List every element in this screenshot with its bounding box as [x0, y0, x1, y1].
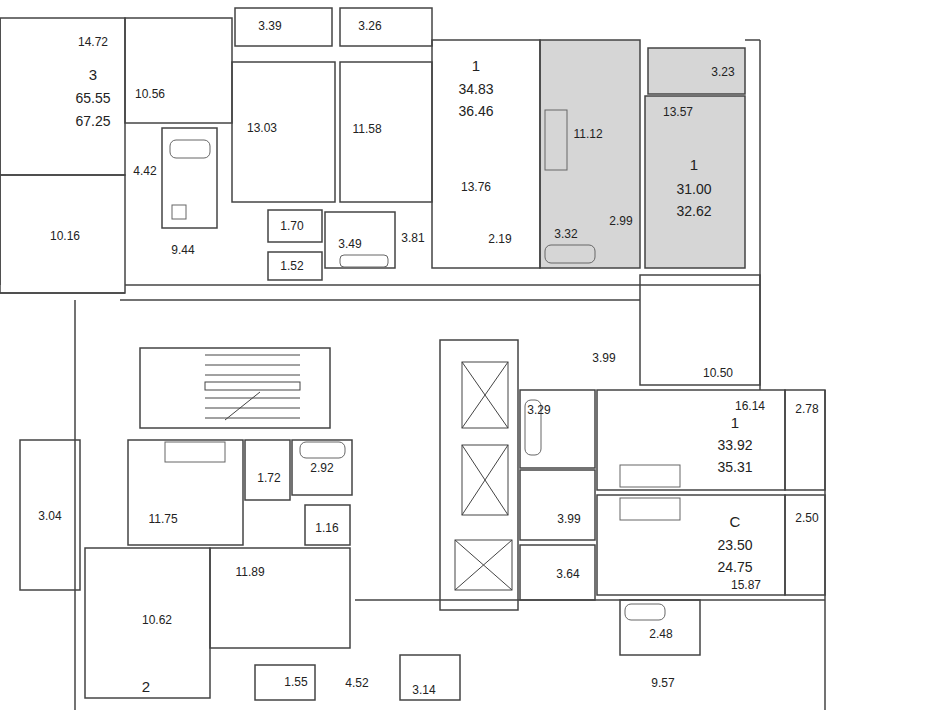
room-area: 13.57: [663, 106, 693, 118]
room-area: 11.75: [148, 513, 177, 525]
apartment-summary: 31.00: [676, 182, 711, 196]
apartment-summary: 1: [731, 415, 739, 430]
room-area: 10.50: [703, 367, 733, 379]
room-area: 11.89: [235, 566, 264, 578]
room-area: 2.19: [488, 233, 511, 245]
room-area: 10.62: [142, 614, 172, 626]
room-area: 2.78: [795, 403, 818, 415]
room-area: 3.64: [556, 568, 579, 580]
walls: [0, 8, 825, 710]
room-area: 13.76: [461, 181, 491, 193]
elevators-and-stairs: [205, 355, 512, 590]
room-area: 9.44: [171, 244, 194, 256]
room-area: 3.23: [711, 66, 734, 78]
apartment-summary: 1: [472, 58, 480, 73]
room-area: 3.32: [554, 228, 577, 240]
room-area: 10.56: [135, 88, 165, 100]
room-area: 3.99: [592, 352, 615, 364]
room-area: 2.50: [795, 512, 818, 524]
room-area: 1.72: [257, 472, 280, 484]
room-area: 14.72: [78, 36, 108, 48]
room-area: 13.03: [247, 122, 277, 134]
apartment-summary: 67.25: [75, 114, 110, 128]
apartment-summary: 35.31: [717, 460, 752, 474]
apartment-summary: 34.83: [458, 82, 493, 96]
room-area: 3.81: [401, 232, 424, 244]
room-area: 9.57: [651, 677, 674, 689]
room-area: 1.55: [284, 676, 307, 688]
apartment-summary: 24.75: [717, 560, 752, 574]
highlighted-apartment: [645, 96, 745, 268]
room-area: 3.99: [557, 513, 580, 525]
apartment-summary: 36.46: [458, 104, 493, 118]
room-area: 2.92: [310, 462, 333, 474]
room-area: 1.52: [280, 260, 303, 272]
room-area: 1.16: [315, 522, 338, 534]
room-area: 11.12: [573, 128, 602, 140]
apartment-summary: 2: [142, 679, 150, 694]
apartment-summary: 33.92: [717, 438, 752, 452]
room-area: 15.87: [731, 579, 761, 591]
apartment-summary: 32.62: [676, 204, 711, 218]
room-area: 1.70: [280, 220, 303, 232]
room-area: 3.26: [358, 20, 381, 32]
room-area: 2.48: [649, 628, 672, 640]
apartment-summary: 1: [690, 157, 698, 172]
room-area: 10.16: [50, 230, 80, 242]
room-area: 16.14: [735, 400, 765, 412]
room-area: 3.14: [412, 684, 435, 696]
room-area: 3.04: [38, 510, 61, 522]
room-area: 3.39: [258, 20, 281, 32]
apartment-summary: 3: [89, 67, 97, 82]
room-area: 11.58: [352, 123, 381, 135]
highlighted-apartment: [540, 40, 640, 268]
room-area: 2.99: [609, 215, 632, 227]
highlighted-balcony: [648, 48, 745, 94]
room-area: 3.49: [338, 238, 361, 250]
apartment-summary: С: [730, 514, 741, 529]
apartment-summary: 65.55: [75, 91, 110, 105]
room-area: 4.42: [133, 165, 156, 177]
fixtures: [165, 110, 680, 620]
apartment-summary: 23.50: [717, 538, 752, 552]
room-area: 3.29: [527, 404, 550, 416]
room-area: 4.52: [345, 677, 368, 689]
